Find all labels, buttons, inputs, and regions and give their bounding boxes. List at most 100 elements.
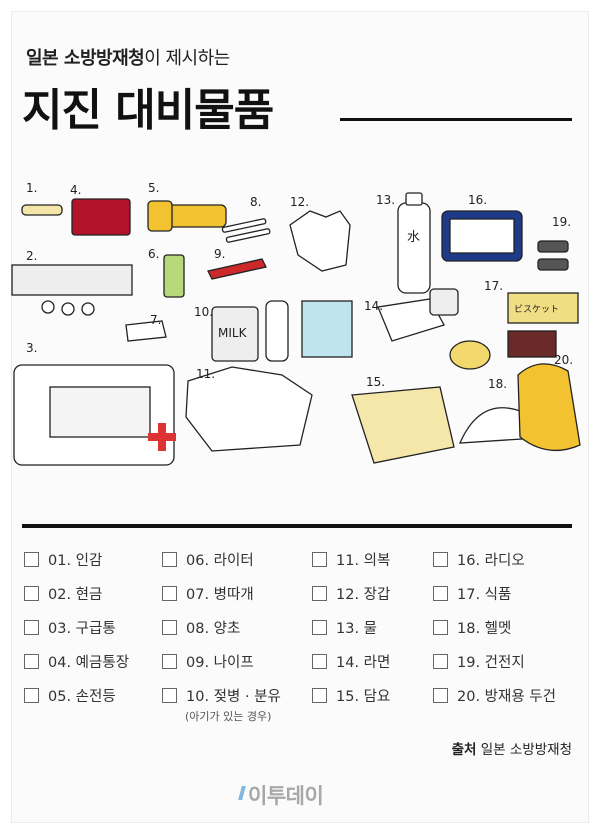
checklist-item[interactable]: 07. 병따개 [162, 583, 254, 604]
checklist-label: 03. 구급통 [48, 621, 116, 637]
checkbox[interactable] [312, 688, 327, 703]
checklist-label: 10. 젖병 · 분유 [186, 689, 281, 705]
checklist-label: 02. 현금 [48, 587, 103, 603]
checklist-label: 15. 담요 [336, 689, 391, 705]
subtitle-agency: 일본 소방방재청 [26, 48, 145, 69]
checklist-label: 01. 인감 [48, 553, 103, 569]
checkbox[interactable] [24, 654, 39, 669]
checkbox[interactable] [24, 620, 39, 635]
checklist-item[interactable]: 13. 물 [312, 617, 377, 638]
item-number: 7. [150, 313, 162, 327]
checkbox[interactable] [312, 586, 327, 601]
checklist-item[interactable]: 16. 라디오 [433, 549, 525, 570]
checkbox[interactable] [162, 586, 177, 601]
item-number: 16. [468, 193, 488, 207]
checklist-item[interactable]: 05. 손전등 [24, 685, 116, 706]
knife-icon [207, 258, 267, 280]
checkbox[interactable] [312, 552, 327, 567]
checklist-item[interactable]: 06. 라이터 [162, 549, 254, 570]
milk-label: MILK [218, 326, 248, 340]
item-number: 6. [148, 247, 160, 261]
item-number: 12. [290, 195, 310, 209]
cash-icon [11, 264, 133, 316]
checklist-label: 04. 예금통장 [48, 655, 130, 671]
checklist-item[interactable]: 09. 나이프 [162, 651, 254, 672]
checkbox[interactable] [312, 620, 327, 635]
checklist-item[interactable]: 17. 식품 [433, 583, 511, 604]
checkbox[interactable] [433, 552, 448, 567]
checkbox[interactable] [162, 552, 177, 567]
checkbox[interactable] [433, 688, 448, 703]
checklist-item[interactable]: 02. 현금 [24, 583, 102, 604]
checklist-item[interactable]: 15. 담요 [312, 685, 390, 706]
item-number: 20. [554, 353, 574, 367]
checklist-item[interactable]: 01. 인감 [24, 549, 102, 570]
baby-note: (아기가 있는 경우) [185, 710, 272, 723]
checklist-item[interactable]: 12. 장갑 [312, 583, 390, 604]
water-bottle-label: 水 [407, 230, 420, 245]
bottle-opener-icon [125, 320, 167, 342]
checklist-item[interactable]: 19. 건전지 [433, 651, 525, 672]
checkbox[interactable] [24, 688, 39, 703]
item-number: 9. [214, 247, 226, 261]
food-icon: ビスケット [429, 288, 579, 370]
checkbox[interactable] [433, 620, 448, 635]
baby-formula-icon: MILK [211, 300, 353, 362]
subtitle-text: 이 제시하는 [144, 48, 230, 69]
checklist-item[interactable]: 20. 방재용 두건 [433, 685, 556, 706]
subtitle: 일본 소방방재청이 제시하는 [26, 44, 230, 70]
checkbox[interactable] [312, 654, 327, 669]
item-number: 14. [364, 299, 384, 313]
supplies-drawing: 水 M [11, 192, 581, 466]
checklist-label: 14. 라면 [336, 655, 391, 671]
checklist-label: 18. 헬멧 [457, 621, 512, 637]
seal-icon [21, 204, 63, 216]
checklist-item[interactable]: 08. 양초 [162, 617, 240, 638]
checklist-label: 05. 손전등 [48, 689, 116, 705]
source-credit: 출처 일본 소방방재청 [452, 738, 572, 758]
gloves-icon [289, 210, 351, 272]
checkbox[interactable] [433, 586, 448, 601]
radio-icon [441, 210, 523, 262]
hood-icon [517, 363, 581, 451]
bankbook-icon [71, 198, 131, 236]
checkbox[interactable] [162, 688, 177, 703]
source-value: 일본 소방방재청 [480, 742, 572, 758]
cookie-label: ビスケット [514, 304, 559, 315]
checkbox[interactable] [24, 586, 39, 601]
item-number: 3. [26, 341, 38, 355]
checklist-label: 19. 건전지 [457, 655, 525, 671]
clothes-icon [185, 366, 313, 452]
checkbox[interactable] [24, 552, 39, 567]
item-number: 13. [376, 193, 396, 207]
ramen-icon [377, 298, 445, 342]
checklist-item[interactable]: 14. 라면 [312, 651, 390, 672]
checklist-item[interactable]: 03. 구급통 [24, 617, 116, 638]
checklist-label: 11. 의복 [336, 553, 391, 569]
checkbox[interactable] [162, 620, 177, 635]
checklist-label: 17. 식품 [457, 587, 512, 603]
checklist-item[interactable]: 18. 헬멧 [433, 617, 511, 638]
first-aid-kit-icon [13, 364, 176, 466]
checklist-label: 12. 장갑 [336, 587, 391, 603]
list-divider [22, 524, 572, 528]
checkbox[interactable] [433, 654, 448, 669]
checklist-label: 20. 방재용 두건 [457, 689, 556, 705]
candle-icon [221, 218, 271, 243]
item-number: 4. [70, 183, 82, 197]
item-number: 1. [26, 181, 38, 195]
checklist-item[interactable]: 04. 예금통장 [24, 651, 129, 672]
item-number: 8. [250, 195, 262, 209]
blanket-icon [351, 386, 455, 464]
item-number: 5. [148, 181, 160, 195]
checklist-item[interactable]: 10. 젖병 · 분유 [162, 685, 281, 706]
item-number: 2. [26, 249, 38, 263]
checkbox[interactable] [162, 654, 177, 669]
item-number: 19. [552, 215, 572, 229]
checklist-label: 08. 양초 [186, 621, 241, 637]
page-title: 지진 대비물품 [22, 85, 274, 136]
checklist-label: 07. 병따개 [186, 587, 254, 603]
publisher-logo: 이투데이 [248, 784, 324, 808]
checklist-item[interactable]: 11. 의복 [312, 549, 390, 570]
item-number: 10. [194, 305, 214, 319]
